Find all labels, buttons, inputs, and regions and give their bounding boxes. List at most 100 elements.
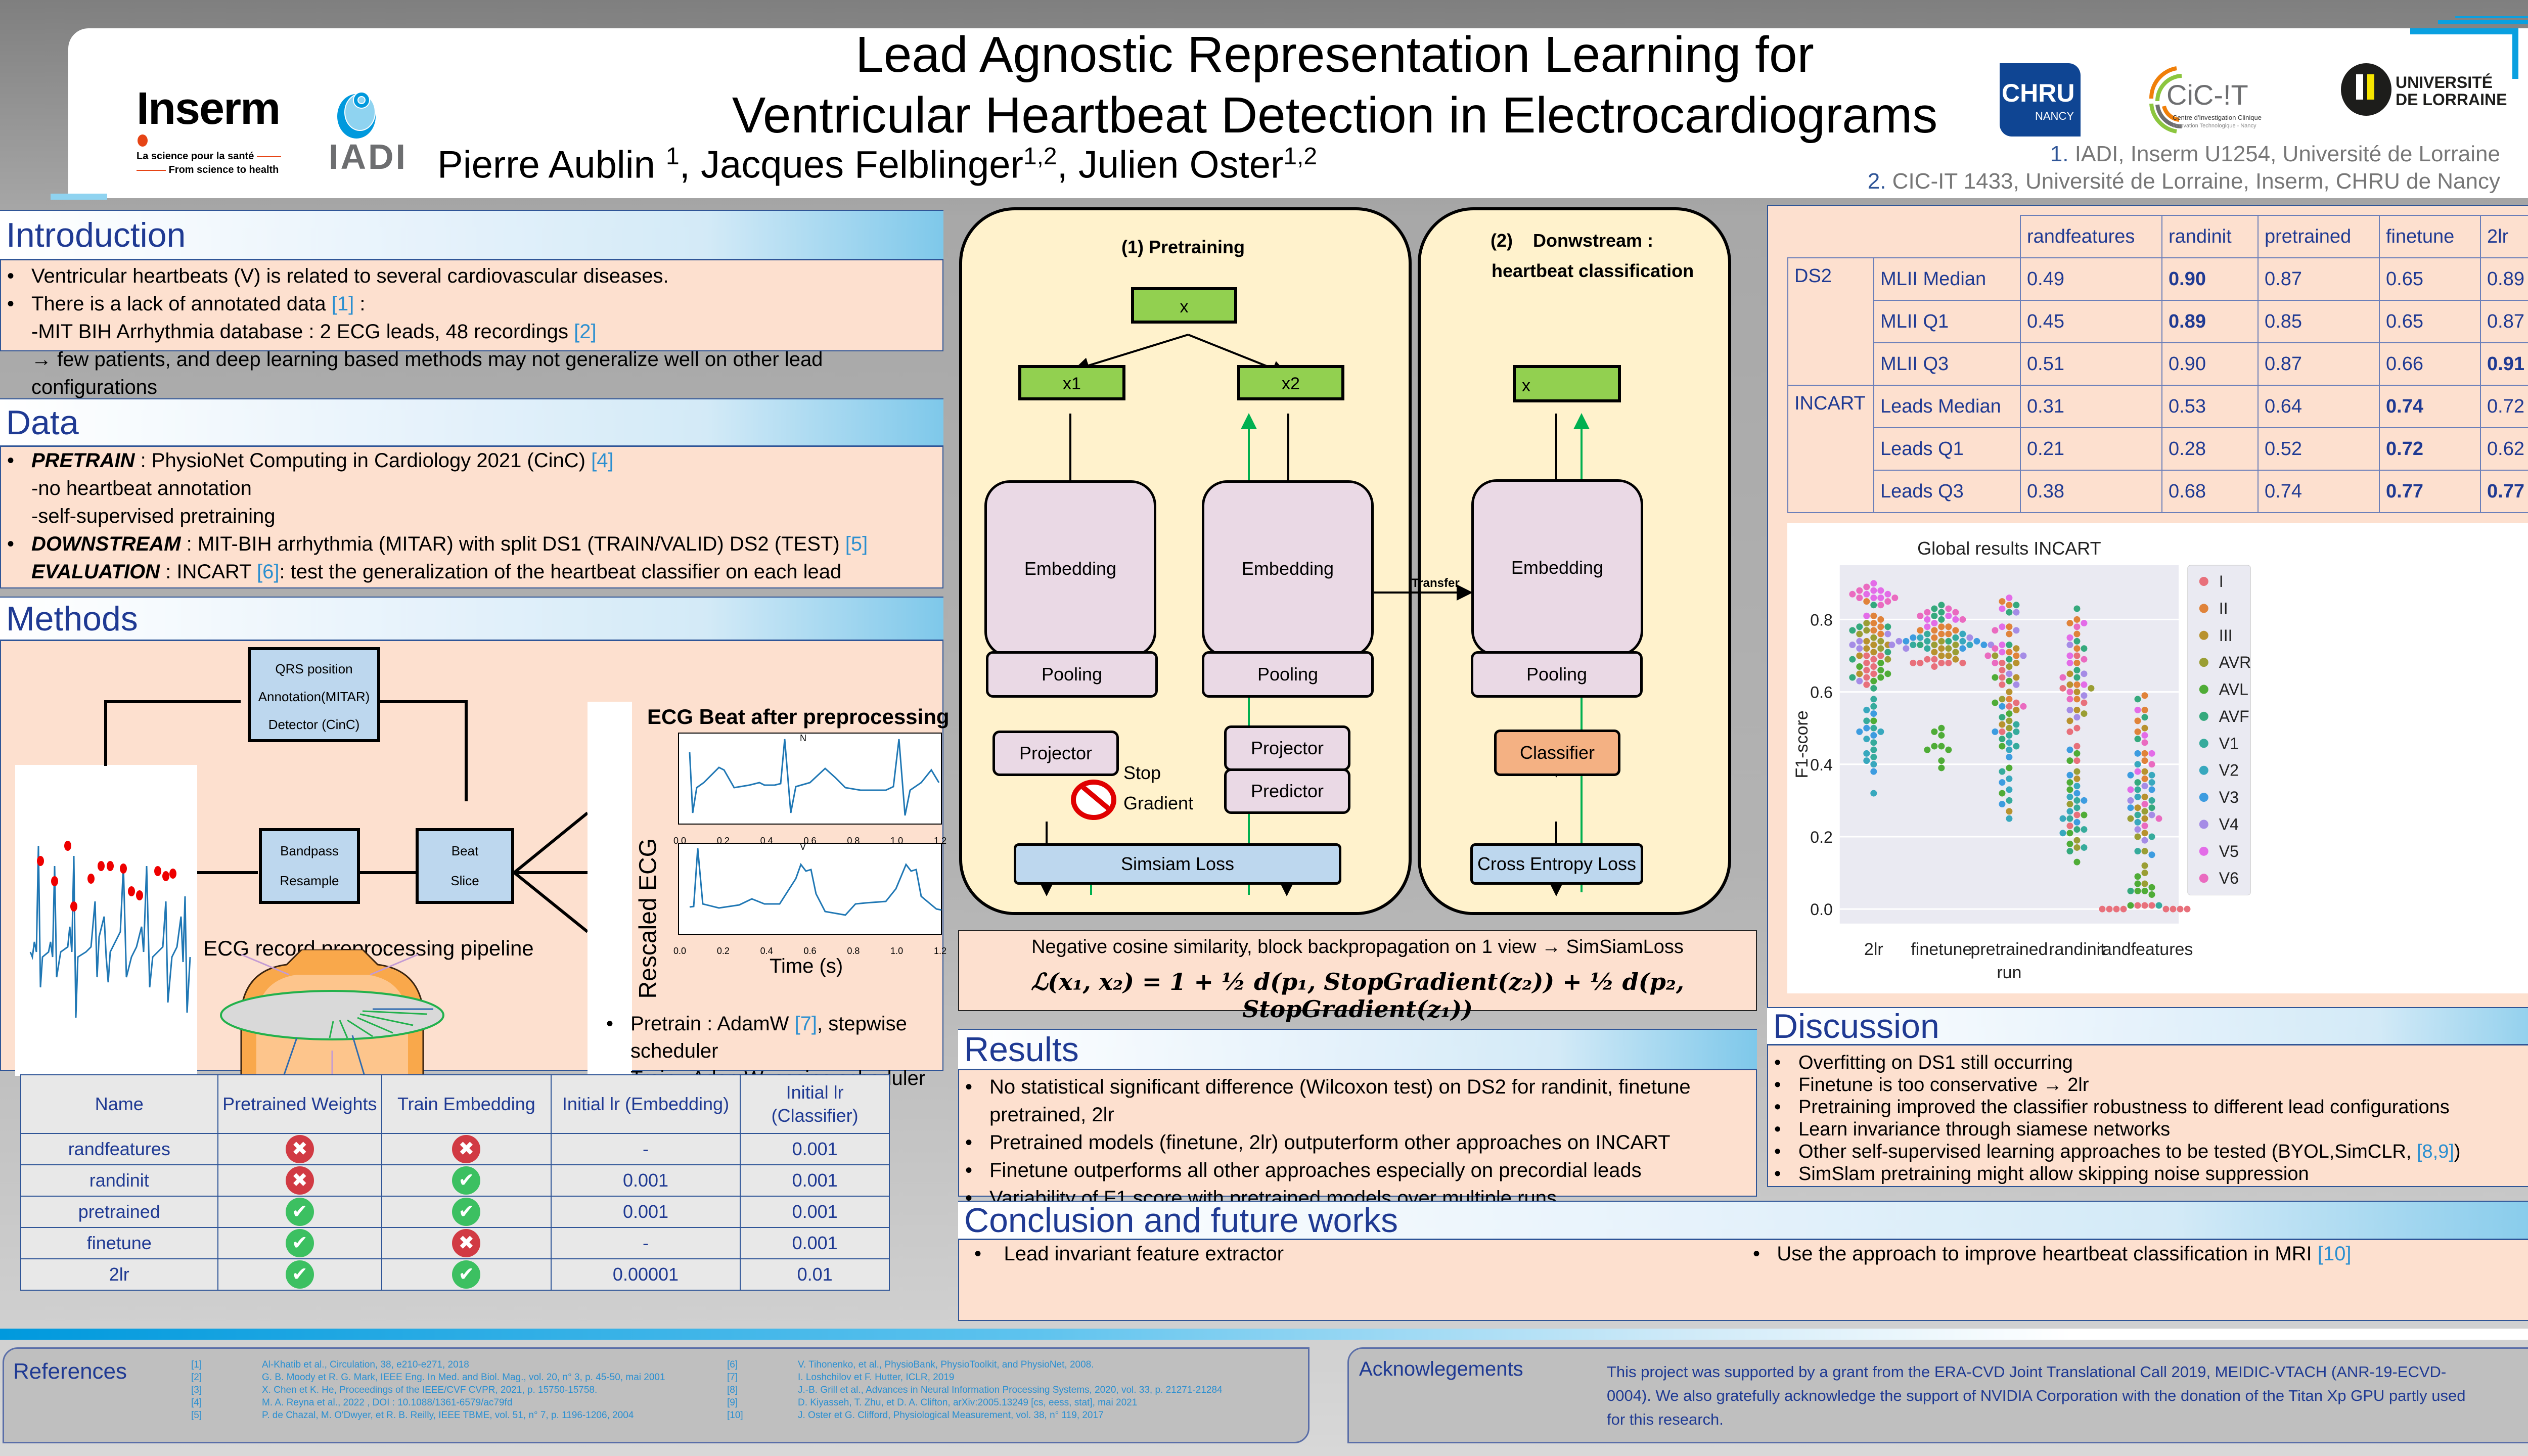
data-point-v3 — [2006, 753, 2013, 760]
data-point-v2 — [1870, 761, 1877, 768]
data-point-v5 — [1924, 616, 1931, 623]
value-cell: 0.66 — [2379, 342, 2481, 386]
data-point-v6 — [1863, 583, 1870, 590]
data-point-v3 — [1870, 710, 1877, 717]
flow-connector — [375, 700, 466, 703]
data-point-ii — [1917, 627, 1924, 634]
data-point-iii — [2073, 689, 2081, 696]
data-point-i — [2162, 905, 2170, 913]
training-configurations-table: Name Pretrained Weights Train Embedding … — [20, 1074, 890, 1291]
data-point-v6 — [1992, 659, 1999, 666]
r-peak-marker — [128, 886, 135, 896]
data-point-ii — [1877, 623, 1884, 630]
x-tick-label: 0.0 — [673, 836, 687, 846]
citation-link[interactable]: [4] — [591, 449, 614, 472]
data-point-i — [2066, 823, 2073, 830]
citation-link[interactable]: [7] — [794, 1013, 818, 1035]
data-point-avf — [2148, 804, 2155, 811]
data-point-i — [2120, 905, 2127, 913]
data-point-i — [1999, 681, 2006, 688]
data-point-avf — [2066, 848, 2073, 855]
data-point-i — [2106, 905, 2113, 913]
legend-label: I — [2219, 572, 2224, 590]
cross-icon: ✖ — [285, 1166, 314, 1195]
group-label-cell: DS2 — [1787, 257, 1874, 386]
data-point-v4 — [2127, 797, 2134, 804]
data-point-v1 — [2134, 848, 2141, 855]
citation-link[interactable]: [1] — [331, 293, 354, 315]
y-tick-label: 0.0 — [1810, 900, 1832, 919]
value-cell: 0.77 — [2379, 470, 2481, 513]
citation-link[interactable]: [2] — [574, 321, 597, 343]
legend-marker — [2199, 658, 2208, 667]
name-cell: pretrained — [20, 1196, 218, 1228]
data-point-avr — [1952, 642, 1959, 649]
citation-link[interactable]: [6] — [256, 561, 280, 583]
data-point-v4 — [2081, 692, 2088, 699]
value-cell: 0.90 — [2161, 342, 2259, 386]
ul-wordmark-line-1: UNIVERSITÉ — [2396, 73, 2493, 92]
data-point-v5 — [2066, 659, 2073, 666]
data-point-v1 — [1870, 753, 1877, 760]
data-point-v3 — [1959, 645, 1966, 652]
legend-label: V3 — [2219, 788, 2239, 806]
data-point-avr — [2081, 710, 2088, 717]
data-point-avf — [2073, 674, 2081, 681]
citation-link[interactable]: [10] — [2317, 1243, 2352, 1265]
citation-link[interactable]: [8,9] — [2416, 1141, 2454, 1162]
data-point-ii — [2141, 757, 2148, 764]
data-point-v6 — [2073, 623, 2081, 630]
data-point-ii — [1877, 616, 1884, 623]
data-point-avf — [1849, 656, 1856, 663]
projector-block: Projector — [992, 731, 1119, 776]
data-point-avf — [2073, 638, 2081, 645]
citation-link[interactable]: [5] — [845, 533, 868, 555]
legend-marker — [2199, 577, 2208, 586]
legend-label: V2 — [2219, 761, 2239, 780]
discussion-bullet: Pretraining improved the classifier robu… — [1768, 1096, 2528, 1118]
row-label-cell: Leads Median — [1873, 385, 2021, 428]
data-point-iii — [1870, 642, 1877, 649]
downstream-title: (2) Donwstream : — [1491, 230, 1654, 251]
value-cell: 0.49 — [2020, 257, 2162, 301]
reference-item: [2]G. B. Moody et R. G. Mark, IEEE Eng. … — [191, 1372, 665, 1383]
view-x1-box: x1 — [1018, 365, 1125, 400]
data-point-i — [2073, 811, 2081, 818]
data-point-avl — [2141, 887, 2148, 894]
legend-label: III — [2219, 626, 2233, 645]
flow-connector — [465, 700, 468, 801]
name-cell: randinit — [20, 1164, 218, 1197]
data-point-v5 — [1952, 616, 1959, 623]
data-point-ii — [2141, 692, 2148, 699]
data-point-avr — [2088, 685, 2095, 692]
data-point-i — [2073, 757, 2081, 764]
data-point-avr — [1870, 634, 1877, 641]
data-point-avr — [2141, 870, 2148, 877]
data-point-iii — [1863, 638, 1870, 645]
r-peak-marker — [120, 863, 127, 874]
data-point-v5 — [1877, 587, 1884, 594]
data-point-ii — [2073, 681, 2081, 688]
data-point-avl — [2134, 880, 2141, 887]
data-point-i — [1870, 656, 1877, 663]
discussion-section: Discussion Overfitting on DS1 still occu… — [1767, 1007, 2528, 1187]
affiliation-number: 2. — [1867, 169, 1886, 194]
affiliation-number: 1. — [2050, 142, 2069, 166]
results-bullet: No statistical significant difference (W… — [959, 1073, 1756, 1129]
data-point-v4 — [2006, 670, 2013, 677]
discussion-bullet: SimSlam pretraining might allow skipping… — [1768, 1163, 2528, 1185]
data-point-v5 — [2066, 652, 2073, 659]
data-point-v3 — [2127, 771, 2134, 779]
data-point-avr — [1863, 627, 1870, 634]
data-point-iii — [1856, 670, 1863, 677]
chru-subtitle: NANCY — [2035, 110, 2074, 122]
data-point-iii — [2141, 768, 2148, 775]
data-point-ii — [2141, 750, 2148, 757]
x-tick-label: 0.4 — [760, 836, 773, 846]
simsiam-loss-block: Simsiam Loss — [1014, 843, 1341, 885]
x-tick-label: 2lr — [1864, 940, 1883, 959]
data-point-v2 — [1870, 790, 1877, 797]
name-cell: randfeatures — [20, 1133, 218, 1165]
